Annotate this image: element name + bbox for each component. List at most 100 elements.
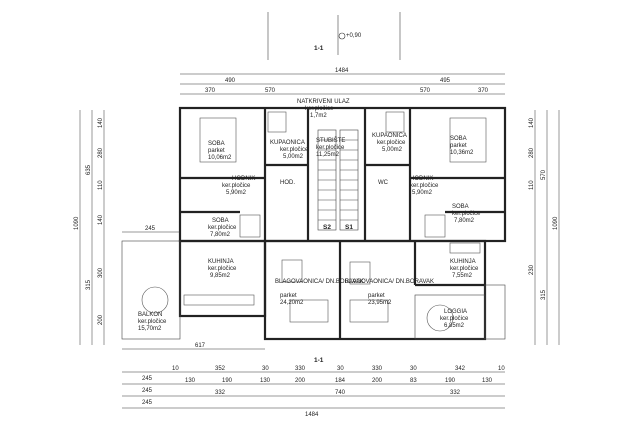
bath-right xyxy=(385,111,405,133)
dim-left-4: 110 xyxy=(98,180,104,190)
dim-left-7: 300 xyxy=(98,267,104,278)
sofa-left xyxy=(289,299,329,323)
dim-b2-2: 190 xyxy=(222,378,233,384)
room-10-area: 23,95m2 xyxy=(368,300,392,306)
room-labels: NATKRIVENI ULAZ ker.pločice 1,7m2 STUBIŠ… xyxy=(138,99,481,332)
dim-top-1: 495 xyxy=(440,78,451,84)
stair-area: 11,25m2 xyxy=(316,152,340,158)
dim-b1-3: 30 xyxy=(262,366,269,372)
room-1-floor: ker.pločice xyxy=(280,147,309,153)
room-0-name: SOBA xyxy=(208,141,225,147)
dim-top-0: 490 xyxy=(225,78,236,84)
room-6-floor: ker.pločice xyxy=(208,225,237,231)
room-8-name: KUHINJA xyxy=(208,259,234,265)
room-1-name: KUPAONICA xyxy=(270,140,305,146)
dim-b1-8: 342 xyxy=(455,366,466,372)
dim-b2-4: 200 xyxy=(295,378,306,384)
room-5-floor: ker.pločice xyxy=(410,183,439,189)
stair-mark-s2: S2 xyxy=(323,224,331,231)
room-8-area: 9,85m2 xyxy=(210,273,231,279)
dim-b2-9: 130 xyxy=(482,378,493,384)
bed-right xyxy=(449,117,487,163)
dim-left-0: 1090 xyxy=(74,216,80,230)
balcony-table xyxy=(141,286,169,314)
dim-b3-2: 740 xyxy=(335,390,346,396)
stair-mark-s1: S1 xyxy=(345,224,353,231)
dim-b2-7: 83 xyxy=(410,378,417,384)
dim-top2-2: 570 xyxy=(420,88,431,94)
bed-left xyxy=(199,117,237,163)
dim-b1-2: 352 xyxy=(215,366,226,372)
section-label-bottom: 1-1 xyxy=(314,357,324,364)
dim-right-6: 315 xyxy=(541,289,547,300)
room-3-floor: parket xyxy=(450,143,467,149)
room-4-floor: ker.pločice xyxy=(222,183,251,189)
room-7-name: SOBA xyxy=(452,204,469,210)
room-11-name: KUHINJA xyxy=(450,259,476,265)
dim-left-3: 280 xyxy=(98,147,104,158)
room-7-floor: ker.pločice xyxy=(452,211,481,217)
room-2-area: 5,00m2 xyxy=(382,147,403,153)
entry-name: NATKRIVENI ULAZ xyxy=(297,99,350,105)
dimensions-right: 1090 570 140 280 110 230 315 xyxy=(529,110,560,345)
room-8-floor: ker.pločice xyxy=(208,266,237,272)
desk-right xyxy=(424,214,446,238)
wc-label: WC xyxy=(378,180,389,186)
dim-right-1: 570 xyxy=(541,169,547,180)
dim-b2-0: 245 xyxy=(142,388,153,394)
dim-b3-0: 245 xyxy=(142,400,153,406)
balcony-depth: 617 xyxy=(195,343,206,349)
room-4-area: 5,90m2 xyxy=(226,190,247,196)
dim-b3-3: 332 xyxy=(450,390,461,396)
dim-right-4: 110 xyxy=(529,180,535,190)
room-3-area: 10,36m2 xyxy=(450,150,474,156)
dim-top2-3: 370 xyxy=(478,88,489,94)
dining-table-left xyxy=(281,259,303,283)
dim-right-5: 230 xyxy=(529,264,535,275)
kitchen-counter-left xyxy=(183,294,255,306)
balcony-dims: 245 617 xyxy=(122,226,265,350)
stair-name: STUBIŠTE xyxy=(316,137,345,144)
room-1-area: 5,00m2 xyxy=(283,154,304,160)
room-6-area: 7,80m2 xyxy=(210,232,231,238)
room-2-name: KUPAONICA xyxy=(372,133,407,139)
dim-left-6: 315 xyxy=(86,279,92,290)
loggia-table xyxy=(426,304,454,332)
room-0-area: 10,06m2 xyxy=(208,155,232,161)
dim-left-8: 200 xyxy=(98,314,104,325)
dim-top2-1: 570 xyxy=(265,88,276,94)
room-9-floor: parket xyxy=(280,293,297,299)
section-mark-top: +0,90 1-1 xyxy=(267,12,401,60)
stair: S2 S1 xyxy=(317,129,359,231)
room-11-floor: ker.pločice xyxy=(450,266,479,272)
room-11-area: 7,55m2 xyxy=(452,273,473,279)
room-9-name: BLAGOVAONICA/ DN.BORAVAK xyxy=(275,279,364,285)
room-13-area: 6,85m2 xyxy=(444,323,465,329)
entry-floor: ker.pločice xyxy=(305,106,334,112)
room-0-floor: parket xyxy=(208,148,225,154)
kitchen-counter-right xyxy=(449,242,481,254)
dim-b1-4: 330 xyxy=(295,366,306,372)
room-12-area: 15,70m2 xyxy=(138,326,162,332)
room-10-name: BLAGOVAONICA/ DN.BORAVAK xyxy=(345,279,434,285)
dim-b1-6: 330 xyxy=(372,366,383,372)
desk-left xyxy=(239,214,261,238)
dim-right-0: 1090 xyxy=(553,216,559,230)
room-2-floor: ker.pločice xyxy=(377,140,406,146)
dim-b2-8: 190 xyxy=(445,378,456,384)
dimensions-top: 1484 490 495 370 570 570 370 xyxy=(180,68,505,95)
room-7-area: 7,80m2 xyxy=(454,218,475,224)
dim-b1-1: 10 xyxy=(172,366,179,372)
room-10-floor: parket xyxy=(368,293,385,299)
dim-b2-1: 130 xyxy=(185,378,196,384)
dim-top2-0: 370 xyxy=(205,88,216,94)
level-mark: +0,90 xyxy=(346,33,362,39)
dim-b1-0: 245 xyxy=(142,376,153,382)
furniture xyxy=(141,111,487,332)
dim-top-overall: 1484 xyxy=(335,68,349,74)
dim-right-3: 280 xyxy=(529,147,535,158)
room-6-name: SOBA xyxy=(212,218,229,224)
balcony-width: 245 xyxy=(145,226,156,232)
dim-left-2: 140 xyxy=(98,117,104,128)
